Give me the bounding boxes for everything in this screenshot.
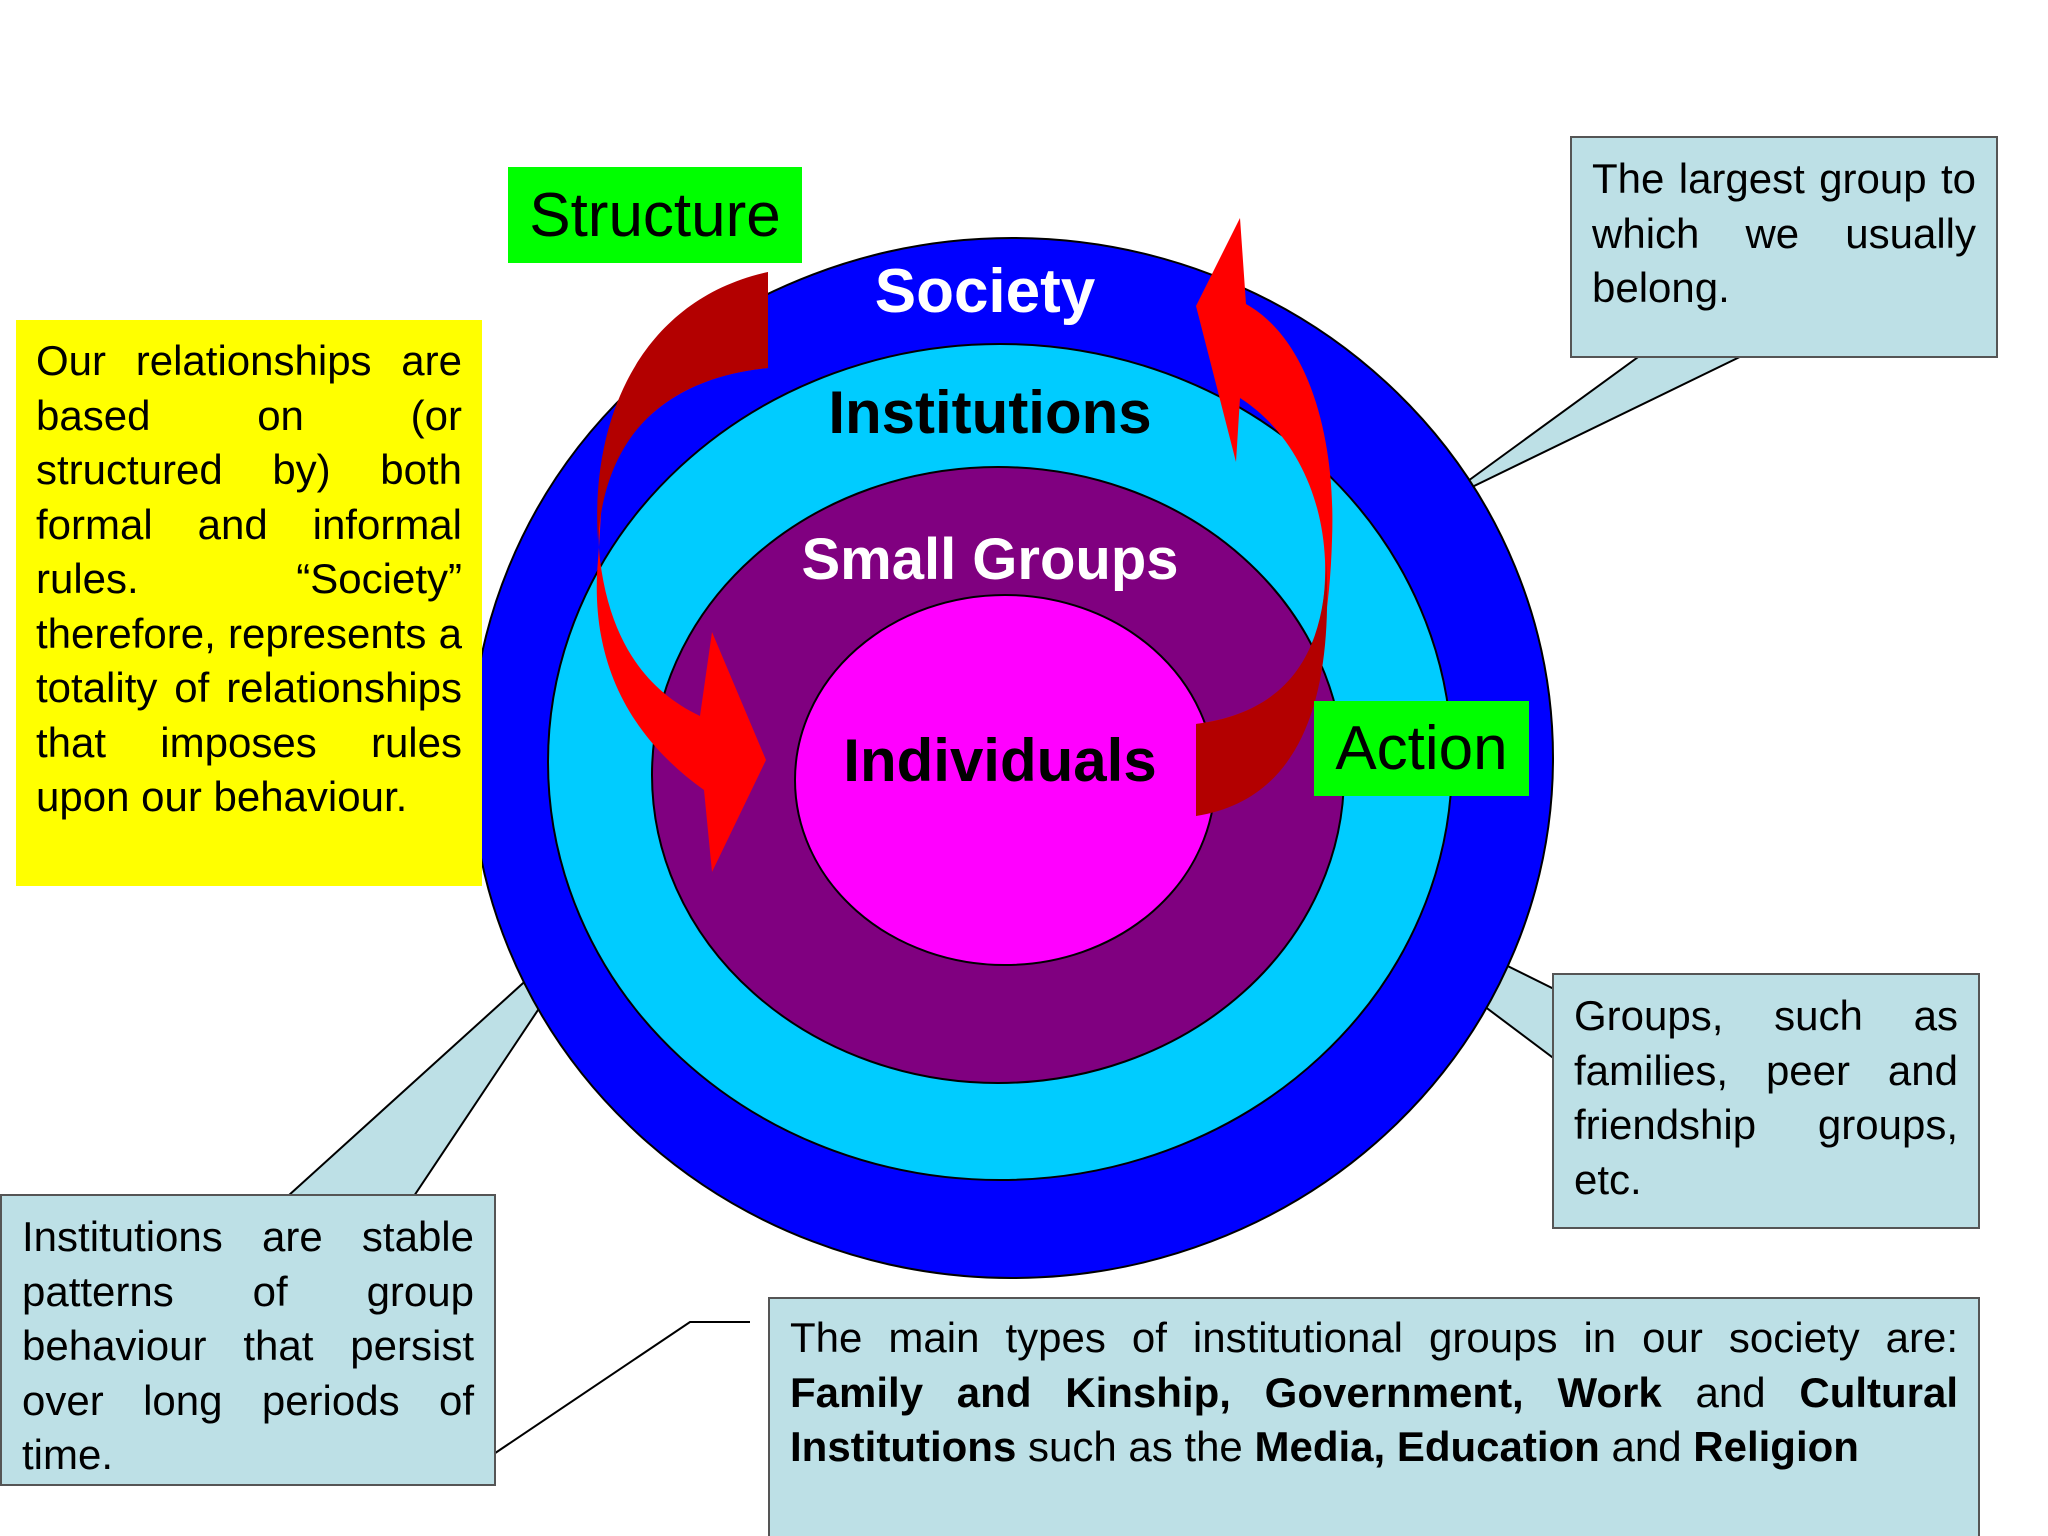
groups-callout: Groups, such as families, peer and frien… <box>1552 973 1980 1229</box>
types-work: Work <box>1557 1368 1662 1416</box>
largest-group-callout: The largest group to which we usually be… <box>1570 136 1998 358</box>
institution-types-box: The main types of institutional groups i… <box>768 1297 1980 1536</box>
small-groups-label: Small Groups <box>801 527 1179 592</box>
society-label: Society <box>874 257 1096 326</box>
types-media-education: Media, Education <box>1254 1423 1600 1470</box>
relationships-note: Our relationships are based on (or struc… <box>16 320 482 886</box>
institutions-callout: Institutions are stable patterns of grou… <box>0 1194 496 1486</box>
types-cultural: Cultural Institutions <box>790 1368 1959 1471</box>
types-connector <box>469 1321 750 1471</box>
types-such-as: such as the <box>1027 1423 1243 1470</box>
types-religion: Religion <box>1693 1423 1859 1470</box>
structure-arrow-tail <box>597 272 768 540</box>
callout-tail-largest <box>1434 351 1751 506</box>
types-government: Government, <box>1264 1368 1524 1416</box>
structure-tag: Structure <box>508 167 802 263</box>
types-intro: The main types of institutional groups i… <box>790 1314 1958 1361</box>
action-arrow-tail <box>1196 560 1328 816</box>
individuals-label: Individuals <box>843 727 1157 794</box>
action-tag: Action <box>1314 701 1529 796</box>
types-family: Family and Kinship, <box>790 1368 1231 1416</box>
types-and-1: and <box>1695 1368 1766 1416</box>
types-and-2: and <box>1611 1423 1682 1470</box>
institutions-label: Institutions <box>828 379 1152 446</box>
action-arrow <box>1196 218 1333 816</box>
